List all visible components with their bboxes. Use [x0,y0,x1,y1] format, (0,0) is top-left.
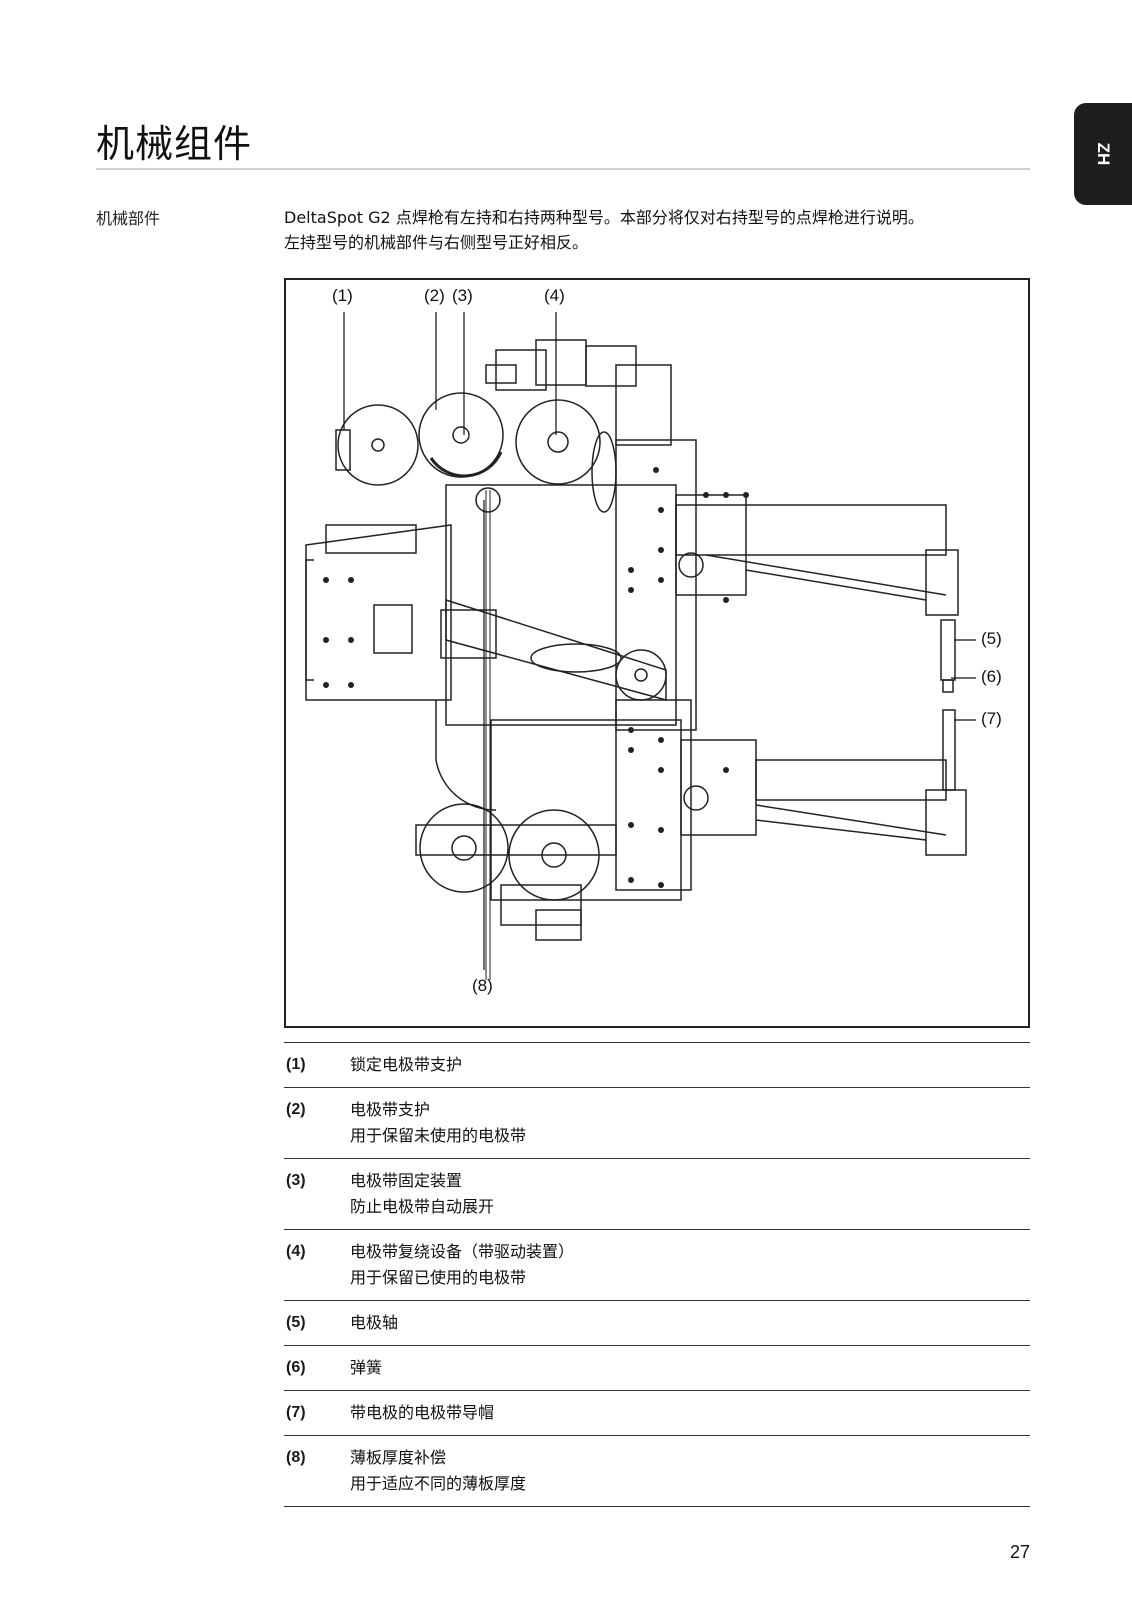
bottom-feeder-block [500,884,582,926]
legend-number: (8) [286,1449,306,1466]
reel-4 [515,399,601,485]
legend-detail: 用于适应不同的薄板厚度 [350,1474,527,1493]
legend-detail: 防止电极带自动展开 [350,1197,495,1216]
legend-row: (6) 弹簧 [284,1346,1030,1391]
legend-description: 锁定电极带支护 [350,1055,463,1074]
legend-description: 电极轴 [350,1313,399,1332]
legend-row: (7) 带电极的电极带导帽 [284,1391,1030,1436]
electrode-shaft-upper [940,619,956,681]
top-feeder-block-left [495,349,547,391]
legend-row: (1) 锁定电极带支护 [284,1043,1030,1088]
legend-number: (6) [286,1359,306,1376]
legend-number: (2) [286,1101,306,1118]
legend-description: 电极带支护 [350,1100,431,1119]
callout-4: (4) [544,286,565,305]
section-label: 机械部件 [96,209,161,228]
lower-arm [755,759,947,801]
left-arm-plate [305,524,452,701]
legend-detail: 用于保留已使用的电极带 [350,1268,527,1287]
welding-gun-figure: (1) (2) (3) (4) (5) (6) (7) (8) [284,278,1030,1028]
intro-paragraph: DeltaSpot G2 点焊枪有左持和右持两种型号。本部分将仅对右持型号的点焊… [284,205,1044,255]
legend-description: 带电极的电极带导帽 [350,1403,495,1422]
legend-number: (3) [286,1172,306,1189]
title-divider [96,168,1030,170]
legend-number: (4) [286,1243,306,1260]
page-title: 机械组件 [96,122,253,167]
legend-description: 电极带固定装置 [350,1171,463,1190]
legend-row: (2) 电极带支护 用于保留未使用的电极带 [284,1088,1030,1159]
language-tab-label: ZH [1094,142,1113,166]
callout-2: (2) [424,286,445,305]
top-feeder-block-mid [535,339,587,386]
callout-3: (3) [452,286,473,305]
lower-housing [490,719,682,901]
legend-row: (3) 电极带固定装置 防止电极带自动展开 [284,1159,1030,1230]
callout-6: (6) [981,667,1002,686]
legend-row: (5) 电极轴 [284,1301,1030,1346]
intro-line-2: 左持型号的机械部件与右侧型号正好相反。 [284,233,589,252]
legend-description: 薄板厚度补偿 [350,1448,447,1467]
legend-detail: 用于保留未使用的电极带 [350,1126,527,1145]
electrode-shaft-lower [942,709,956,791]
callout-5: (5) [981,629,1002,648]
legend-table: (1) 锁定电极带支护 (2) 电极带支护 用于保留未使用的电极带 (3) 电极… [284,1042,1030,1507]
legend-row: (4) 电极带复绕设备（带驱动装置） 用于保留已使用的电极带 [284,1230,1030,1301]
legend-description: 电极带复绕设备（带驱动装置） [350,1242,575,1261]
intro-line-1: DeltaSpot G2 点焊枪有左持和右持两种型号。本部分将仅对右持型号的点焊… [284,208,924,227]
page-number: 27 [1010,1542,1031,1562]
callout-1: (1) [332,286,353,305]
upper-arm [675,504,947,556]
main-housing [445,484,677,726]
language-tab[interactable]: ZH [1074,103,1132,205]
legend-row: (8) 薄板厚度补偿 用于适应不同的薄板厚度 [284,1436,1030,1507]
legend-number: (5) [286,1314,306,1331]
welding-gun-drawing [305,312,976,980]
reel-lower-left [419,803,509,893]
callout-7: (7) [981,709,1002,728]
legend-description: 弹簧 [350,1358,383,1377]
callout-8: (8) [472,976,493,995]
legend-number: (1) [286,1056,306,1073]
reel-1 [337,404,419,486]
legend-number: (7) [286,1404,306,1421]
